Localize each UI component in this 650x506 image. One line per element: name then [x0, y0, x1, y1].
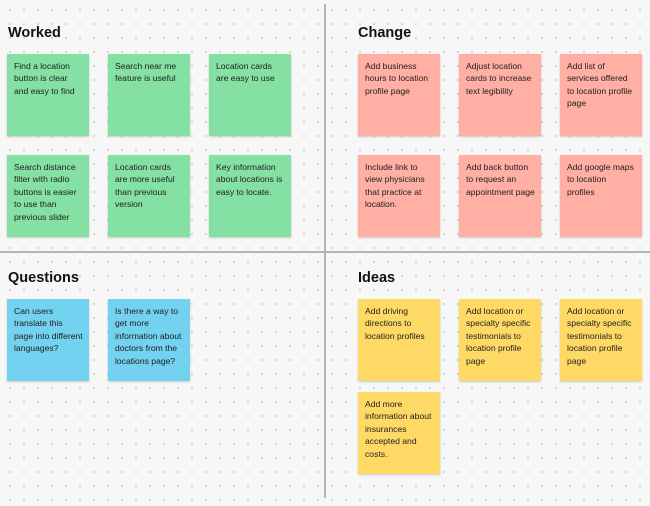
sticky-note[interactable]: Search near me feature is useful [108, 54, 190, 136]
sticky-note[interactable]: Add location or specialty specific testi… [560, 299, 642, 381]
sticky-note[interactable]: Add more information about insurances ac… [358, 392, 440, 474]
sticky-note[interactable]: Add location or specialty specific testi… [459, 299, 541, 381]
sticky-note[interactable]: Add list of services offered to location… [560, 54, 642, 136]
sticky-note[interactable]: Add business hours to location profile p… [358, 54, 440, 136]
sticky-note[interactable]: Key information about locations is easy … [209, 155, 291, 237]
horizontal-divider [0, 251, 650, 253]
sticky-note[interactable]: Add driving directions to location profi… [358, 299, 440, 381]
sticky-note[interactable]: Location cards are more useful than prev… [108, 155, 190, 237]
sticky-note[interactable]: Find a location button is clear and easy… [7, 54, 89, 136]
sticky-note[interactable]: Can users translate this page into diffe… [7, 299, 89, 381]
section-title-questions: Questions [8, 270, 79, 286]
sticky-note[interactable]: Add back button to request an appointmen… [459, 155, 541, 237]
section-title-worked: Worked [8, 25, 61, 41]
section-title-change: Change [358, 25, 412, 41]
sticky-note[interactable]: Adjust location cards to increase text l… [459, 54, 541, 136]
section-title-ideas: Ideas [358, 270, 396, 286]
sticky-note[interactable]: Include link to view physicians that pra… [358, 155, 440, 237]
sticky-note[interactable]: Is there a way to get more information a… [108, 299, 190, 381]
sticky-note[interactable]: Location cards are easy to use [209, 54, 291, 136]
sticky-note[interactable]: Add google maps to location profiles [560, 155, 642, 237]
sticky-note[interactable]: Search distance filter with radio button… [7, 155, 89, 237]
